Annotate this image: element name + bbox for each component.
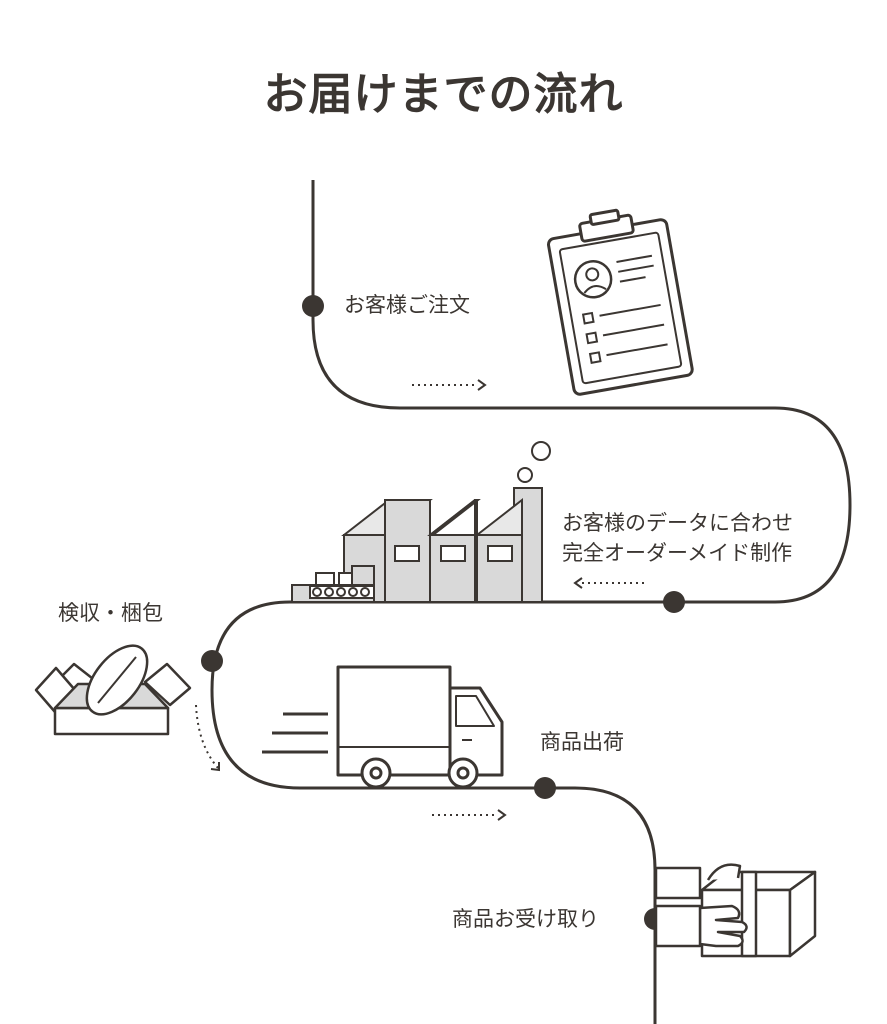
delivery-truck-icon bbox=[262, 665, 504, 789]
step-label-receive: 商品お受け取り bbox=[452, 907, 599, 931]
step-label-shipping: 商品出荷 bbox=[540, 730, 624, 754]
step-dot-order bbox=[302, 295, 324, 317]
dotted-arrow-right-1-icon bbox=[412, 379, 487, 391]
step-label-production-line1: お客様のデータに合わせ bbox=[562, 511, 793, 535]
open-box-icon bbox=[34, 644, 192, 736]
page-title: お届けまでの流れ bbox=[263, 69, 624, 120]
factory-icon bbox=[291, 441, 551, 603]
dotted-arrow-curve-icon bbox=[195, 704, 220, 772]
dotted-arrow-left-icon bbox=[573, 577, 648, 589]
package-handoff-icon bbox=[654, 863, 817, 958]
step-dot-production bbox=[663, 591, 685, 613]
step-dot-inspection bbox=[201, 650, 223, 672]
step-label-production: お客様のデータに合わせ 完全オーダーメイド制作 bbox=[562, 508, 793, 568]
step-label-order: お客様ご注文 bbox=[344, 293, 470, 317]
clipboard-icon bbox=[546, 208, 694, 396]
dotted-arrow-right-2-icon bbox=[432, 809, 507, 821]
step-label-production-line2: 完全オーダーメイド制作 bbox=[562, 541, 793, 565]
step-dot-shipping bbox=[534, 777, 556, 799]
step-label-inspection: 検収・梱包 bbox=[58, 601, 163, 625]
